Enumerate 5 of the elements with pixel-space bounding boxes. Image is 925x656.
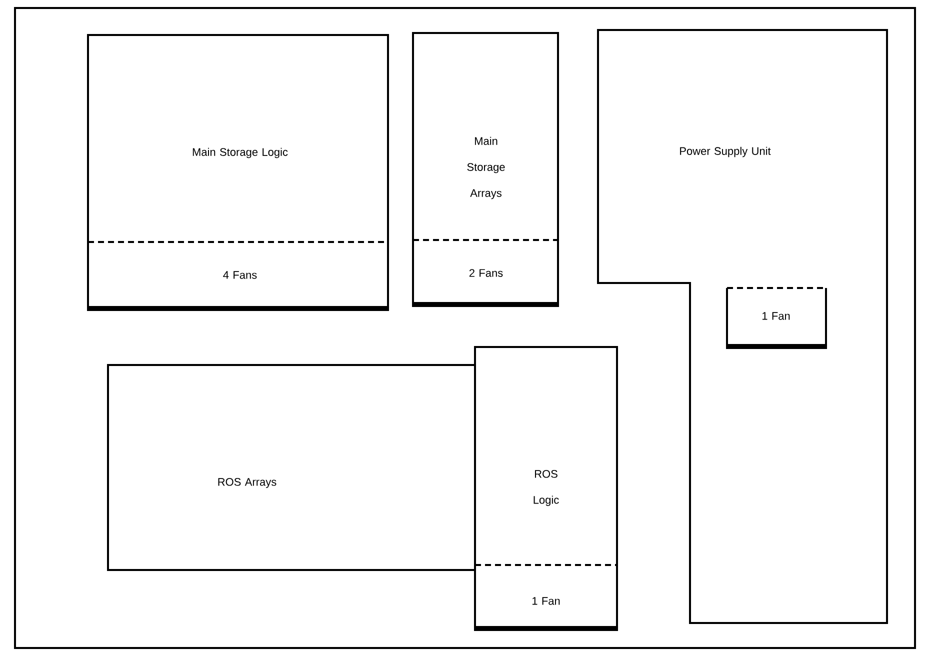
fan-box: 1 Fan [726, 287, 828, 349]
fan-section: 2 Fans [412, 239, 559, 307]
unit-box: ROS Arrays [107, 364, 476, 571]
fan-section: 1 Fan [474, 564, 618, 631]
fan-section: 4 Fans [87, 241, 389, 311]
